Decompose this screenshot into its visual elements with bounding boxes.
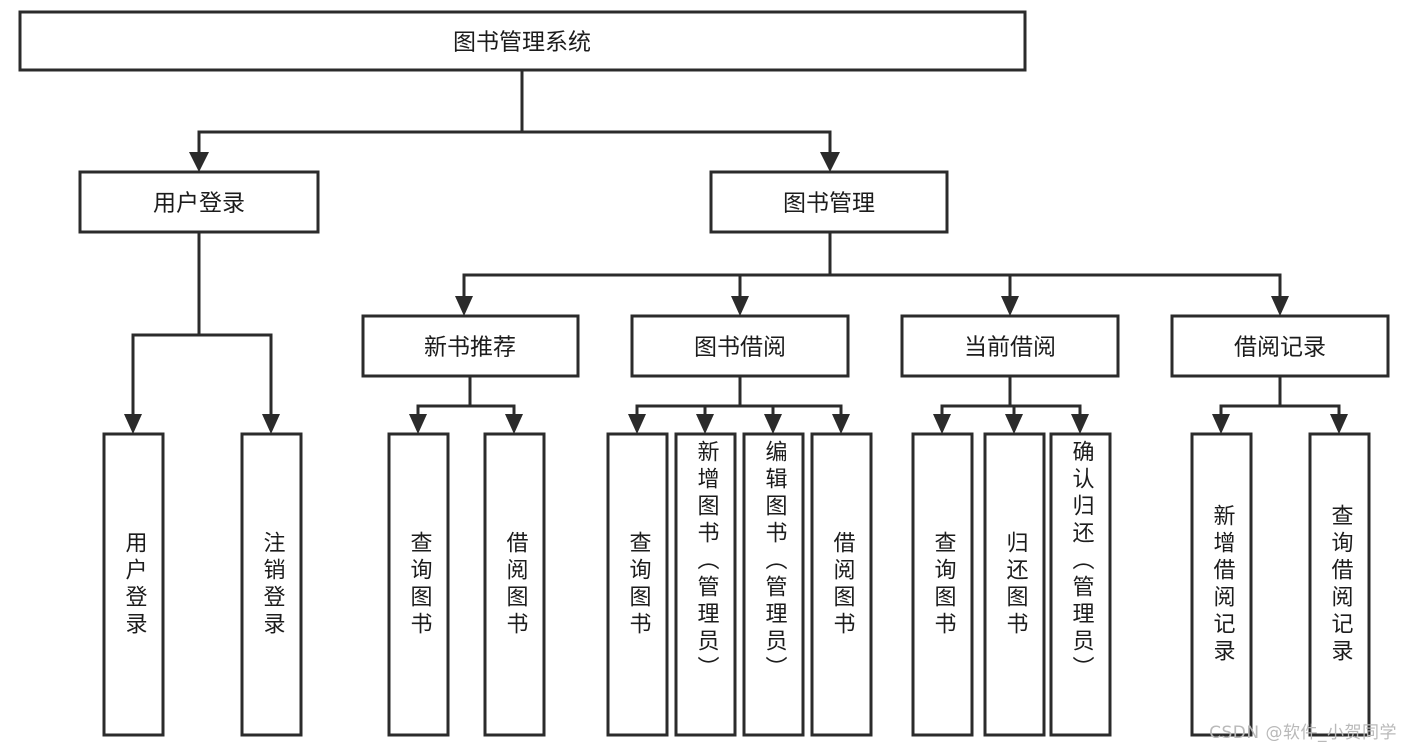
node-current-borrow-box[interactable] xyxy=(900,314,1120,378)
node-new-book-recommend[interactable]: 新书推荐 xyxy=(361,314,580,378)
node-root-label: 图书管理系统 xyxy=(453,30,591,56)
node-borrow-record-box[interactable] xyxy=(1170,314,1390,378)
connector-group-borrow-record xyxy=(1212,374,1348,434)
node-new-book-recommend-box[interactable] xyxy=(361,314,580,378)
node-user-login-label: 用户登录 xyxy=(153,191,245,217)
leaf-logout-box[interactable] xyxy=(240,432,303,737)
connector-group-book-borrow xyxy=(628,374,850,434)
node-root-box[interactable] xyxy=(18,10,1027,72)
leaf-query-book-borrow-box[interactable] xyxy=(606,432,669,737)
leaf-borrow-book-rec-box[interactable] xyxy=(483,432,546,737)
node-current-borrow-label: 当前借阅 xyxy=(964,335,1056,361)
arrowhead-leaf-add-book xyxy=(696,414,714,434)
leaf-query-book-current-box[interactable] xyxy=(911,432,974,737)
arrowhead-new-book-recommend xyxy=(455,296,473,316)
node-book-manage[interactable]: 图书管理 xyxy=(709,170,949,234)
leaf-query-book-rec-box[interactable] xyxy=(387,432,450,737)
connector-group-root xyxy=(189,68,840,172)
leaf-return-book-box[interactable] xyxy=(983,432,1046,737)
leaf-confirm-return-box[interactable] xyxy=(1049,432,1112,737)
arrowhead-leaf-logout xyxy=(262,414,280,434)
connector-group-book-manage xyxy=(455,230,1289,316)
arrowhead-leaf-borrow-book-rec xyxy=(505,414,523,434)
leaf-edit-book-box[interactable] xyxy=(742,432,805,737)
arrowhead-leaf-add-record xyxy=(1212,414,1230,434)
arrowhead-current-borrow xyxy=(1001,296,1019,316)
node-new-book-recommend-label: 新书推荐 xyxy=(424,335,516,361)
node-book-borrow[interactable]: 图书借阅 xyxy=(630,314,850,378)
connector-group-current-borrow xyxy=(933,374,1089,434)
arrowhead-leaf-user-login xyxy=(124,414,142,434)
node-book-manage-label: 图书管理 xyxy=(783,191,875,217)
leaf-boxes xyxy=(102,432,1371,737)
node-book-borrow-label: 图书借阅 xyxy=(694,335,786,361)
leaf-borrow-book-box[interactable] xyxy=(810,432,873,737)
leaf-query-record-box[interactable] xyxy=(1308,432,1371,737)
watermark: CSDN @软件_小贺同学 xyxy=(1209,723,1397,743)
arrowhead-borrow-record xyxy=(1271,296,1289,316)
node-user-login-box[interactable] xyxy=(78,170,320,234)
node-book-borrow-box[interactable] xyxy=(630,314,850,378)
node-borrow-record[interactable]: 借阅记录 xyxy=(1170,314,1390,378)
arrowhead-leaf-confirm-return xyxy=(1071,414,1089,434)
arrowhead-leaf-return-book xyxy=(1005,414,1023,434)
arrowhead-user-login xyxy=(189,152,209,172)
leaf-add-book-box[interactable] xyxy=(674,432,737,737)
node-borrow-record-label: 借阅记录 xyxy=(1234,335,1326,361)
node-current-borrow[interactable]: 当前借阅 xyxy=(900,314,1120,378)
arrowhead-book-manage xyxy=(820,152,840,172)
node-user-login[interactable]: 用户登录 xyxy=(78,170,320,234)
arrowhead-book-borrow xyxy=(731,296,749,316)
connector-group-new-book-recommend xyxy=(409,374,523,434)
arrowhead-leaf-borrow-book xyxy=(832,414,850,434)
arrowhead-leaf-query-book-borrow xyxy=(628,414,646,434)
node-book-manage-box[interactable] xyxy=(709,170,949,234)
connector-group-user-login xyxy=(124,230,280,434)
leaf-user-login-box[interactable] xyxy=(102,432,165,737)
arrowhead-leaf-edit-book xyxy=(764,414,782,434)
arrowhead-leaf-query-book-rec xyxy=(409,414,427,434)
leaf-add-record-box[interactable] xyxy=(1190,432,1253,737)
arrowhead-leaf-query-record xyxy=(1330,414,1348,434)
arrowhead-leaf-query-book-current xyxy=(933,414,951,434)
node-root[interactable]: 图书管理系统 xyxy=(18,10,1027,72)
